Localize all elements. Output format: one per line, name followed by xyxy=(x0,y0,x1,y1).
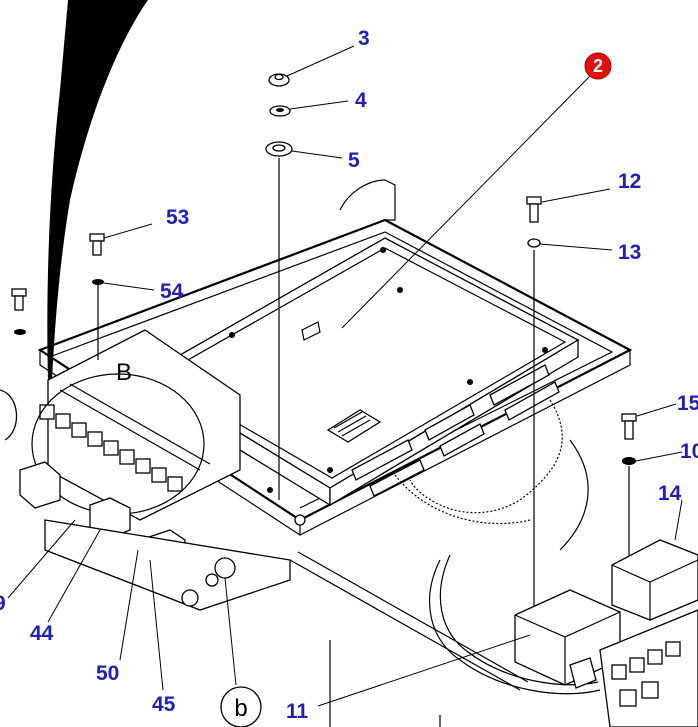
relay-14 xyxy=(611,539,698,621)
badge-label: 2 xyxy=(593,56,603,76)
callout-3: 3 xyxy=(358,27,370,50)
relay-row xyxy=(39,404,183,492)
bolt-15 xyxy=(621,413,637,440)
nut-3 xyxy=(268,73,290,87)
cable-harness xyxy=(289,399,601,695)
bolt-53 xyxy=(89,233,105,256)
bolt-left xyxy=(11,288,27,311)
callout-4: 4 xyxy=(355,89,367,112)
callout-54: 54 xyxy=(160,280,184,303)
callout-44: 44 xyxy=(30,622,54,645)
callout-53: 53 xyxy=(166,206,189,229)
fuse-box xyxy=(599,609,698,727)
washer-left xyxy=(14,329,26,335)
callout-10: 10 xyxy=(680,440,698,463)
callout-12: 12 xyxy=(618,170,641,193)
callout-15: 15 xyxy=(677,392,698,415)
relay-panel xyxy=(39,329,241,521)
washer-5 xyxy=(265,141,293,157)
callout-5: 5 xyxy=(348,149,360,172)
washer-4 xyxy=(269,105,291,117)
detail-b-label: b xyxy=(234,695,247,722)
callout-11: 11 xyxy=(286,700,309,723)
leader-lines xyxy=(7,45,683,707)
badge-circle xyxy=(584,52,612,80)
detail-b-marker: b xyxy=(220,686,262,727)
wiring-harness-shape xyxy=(47,0,149,380)
washer-54 xyxy=(92,279,104,285)
callout-9: 9 xyxy=(0,592,6,615)
callout-45: 45 xyxy=(152,693,176,716)
callout-13: 13 xyxy=(618,241,641,264)
callout-14: 14 xyxy=(658,482,682,505)
callout-50: 50 xyxy=(96,662,119,685)
detail-B-label: B xyxy=(116,359,132,386)
bolt-12 xyxy=(526,196,542,223)
main-part-badge: 2 xyxy=(584,52,612,80)
washer-10 xyxy=(622,457,636,465)
washer-13 xyxy=(527,238,541,248)
